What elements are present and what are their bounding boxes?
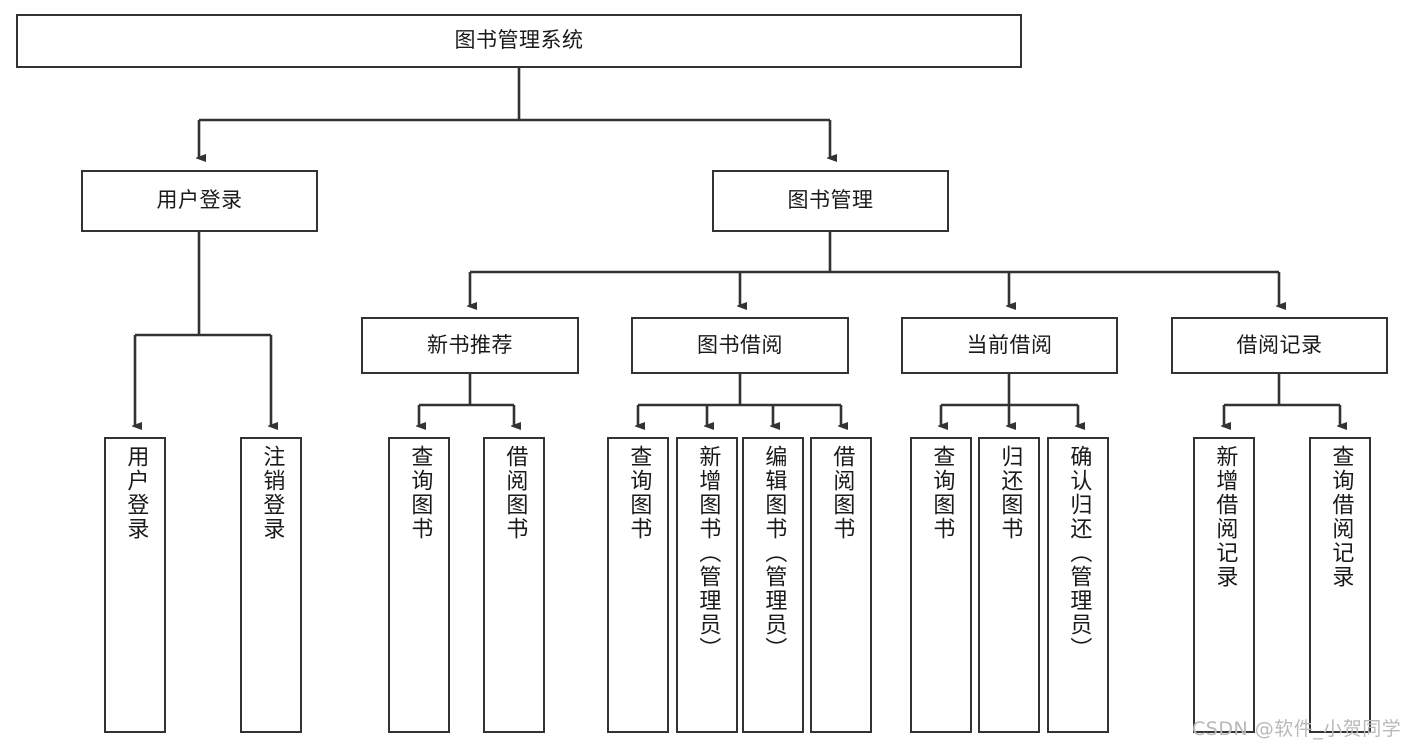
node-user-login[interactable]: 用户登录 [81, 170, 318, 232]
node-current-borrow[interactable]: 当前借阅 [901, 317, 1118, 374]
leaf-borrow-add-book-label: 新增图书（管理员） [695, 445, 721, 661]
node-borrow-records-label: 借阅记录 [1236, 332, 1323, 357]
node-new-book-recommend[interactable]: 新书推荐 [361, 317, 579, 374]
leaf-borrow-edit-book-label: 编辑图书（管理员） [761, 445, 787, 661]
leaf-new-book-borrow-label: 借阅图书 [502, 445, 528, 541]
node-current-borrow-label: 当前借阅 [966, 332, 1053, 357]
leaf-current-confirm-return[interactable]: 确认归还（管理员） [1047, 437, 1109, 733]
node-root-system-label: 图书管理系统 [454, 28, 584, 53]
leaf-current-return-book[interactable]: 归还图书 [978, 437, 1040, 733]
leaf-new-book-query-label: 查询图书 [407, 445, 433, 541]
leaf-borrow-add-book[interactable]: 新增图书（管理员） [676, 437, 738, 733]
leaf-records-query-record[interactable]: 查询借阅记录 [1309, 437, 1371, 733]
node-root-system[interactable]: 图书管理系统 [16, 14, 1022, 68]
leaf-user-login-signout[interactable]: 注销登录 [240, 437, 302, 733]
node-book-management-label: 图书管理 [787, 188, 874, 213]
node-borrow-records[interactable]: 借阅记录 [1171, 317, 1388, 374]
leaf-user-login-signin[interactable]: 用户登录 [104, 437, 166, 733]
node-book-borrow-label: 图书借阅 [697, 332, 783, 357]
node-book-borrow[interactable]: 图书借阅 [631, 317, 849, 374]
leaf-new-book-borrow[interactable]: 借阅图书 [483, 437, 545, 733]
csdn-watermark: CSDN @软件_小贺同学 [1192, 718, 1402, 740]
leaf-records-query-record-label: 查询借阅记录 [1328, 445, 1354, 589]
leaf-borrow-borrow-book[interactable]: 借阅图书 [810, 437, 872, 733]
leaf-new-book-query[interactable]: 查询图书 [388, 437, 450, 733]
node-user-login-label: 用户登录 [156, 188, 243, 213]
leaf-current-confirm-return-label: 确认归还（管理员） [1066, 445, 1092, 661]
leaf-user-login-signin-label: 用户登录 [123, 445, 149, 541]
node-book-management[interactable]: 图书管理 [712, 170, 949, 232]
leaf-user-login-signout-label: 注销登录 [259, 445, 285, 541]
leaf-current-return-book-label: 归还图书 [997, 445, 1023, 541]
leaf-current-query-book[interactable]: 查询图书 [910, 437, 972, 733]
leaf-borrow-borrow-book-label: 借阅图书 [829, 445, 855, 541]
leaf-borrow-query-book-label: 查询图书 [626, 445, 652, 541]
leaf-borrow-edit-book[interactable]: 编辑图书（管理员） [742, 437, 804, 733]
leaf-current-query-book-label: 查询图书 [929, 445, 955, 541]
leaf-records-add-record-label: 新增借阅记录 [1212, 445, 1238, 589]
node-new-book-recommend-label: 新书推荐 [427, 332, 513, 357]
leaf-borrow-query-book[interactable]: 查询图书 [607, 437, 669, 733]
leaf-records-add-record[interactable]: 新增借阅记录 [1193, 437, 1255, 733]
